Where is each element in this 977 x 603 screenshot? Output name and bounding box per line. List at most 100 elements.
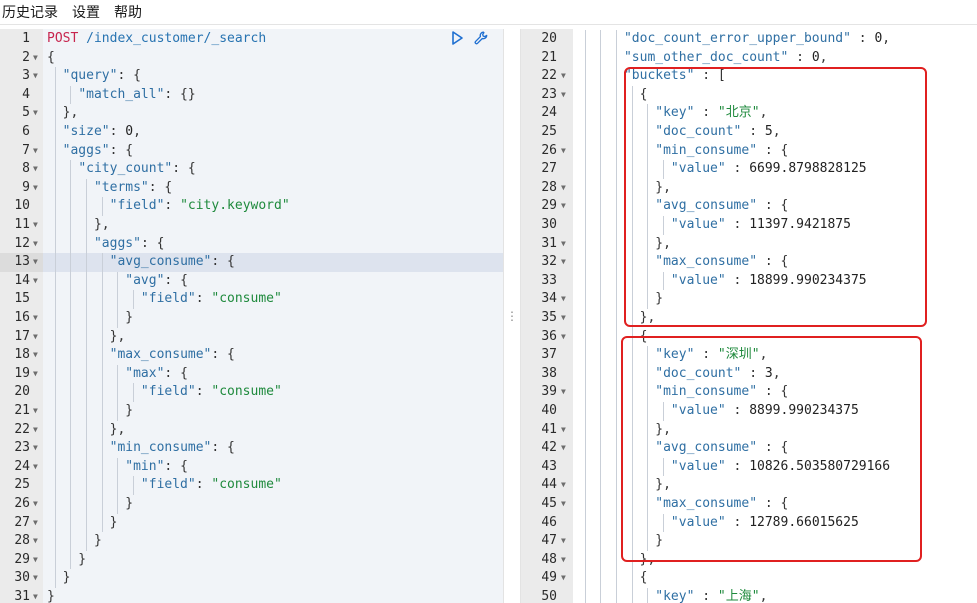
fold-toggle-icon[interactable]: ▼ bbox=[561, 499, 566, 508]
code-line[interactable]: "key" : "深圳", bbox=[573, 346, 977, 365]
fold-toggle-icon[interactable]: ▼ bbox=[33, 461, 38, 471]
fold-toggle-icon[interactable]: ▼ bbox=[33, 331, 38, 341]
menu-help[interactable]: 帮助 bbox=[114, 3, 142, 20]
code-line[interactable]: "sum_other_doc_count" : 0, bbox=[573, 48, 977, 68]
fold-toggle-icon[interactable]: ▼ bbox=[33, 536, 38, 546]
fold-toggle-icon[interactable]: ▼ bbox=[33, 592, 38, 601]
code-line[interactable]: "value" : 11397.9421875 bbox=[573, 216, 977, 235]
code-line[interactable]: "avg_consume" : { bbox=[573, 197, 977, 216]
fold-toggle-icon[interactable]: ▼ bbox=[561, 536, 566, 546]
code-line[interactable]: { bbox=[573, 85, 977, 105]
fold-toggle-icon[interactable]: ▼ bbox=[33, 313, 38, 322]
fold-toggle-icon[interactable]: ▼ bbox=[33, 406, 38, 415]
code-line[interactable]: "max_consume": { bbox=[43, 346, 503, 365]
fold-toggle-icon[interactable]: ▼ bbox=[561, 145, 566, 155]
fold-toggle-icon[interactable]: ▼ bbox=[561, 201, 566, 211]
code-line[interactable]: "terms": { bbox=[43, 178, 503, 198]
code-line[interactable]: }, bbox=[573, 178, 977, 198]
code-line[interactable]: "avg_consume": { bbox=[43, 253, 503, 272]
code-line[interactable]: } bbox=[573, 532, 977, 551]
code-line[interactable]: "field": "consume" bbox=[43, 383, 503, 402]
code-line[interactable]: "aggs": { bbox=[43, 234, 503, 254]
code-line[interactable]: } bbox=[573, 290, 977, 309]
code-line[interactable]: "field": "city.keyword" bbox=[43, 197, 503, 216]
code-line[interactable]: } bbox=[43, 569, 503, 588]
code-line[interactable]: { bbox=[573, 327, 977, 347]
code-line[interactable]: "key" : "北京", bbox=[573, 104, 977, 123]
code-line[interactable]: }, bbox=[573, 309, 977, 328]
code-line[interactable]: }, bbox=[43, 104, 503, 123]
fold-toggle-icon[interactable]: ▼ bbox=[561, 573, 566, 583]
code-line[interactable]: "match_all": {} bbox=[43, 85, 503, 105]
fold-toggle-icon[interactable]: ▼ bbox=[561, 89, 566, 99]
code-line[interactable]: "doc_count" : 5, bbox=[573, 123, 977, 142]
response-code-area[interactable]: "doc_count_error_upper_bound" : 0, "sum_… bbox=[573, 29, 977, 603]
fold-toggle-icon[interactable]: ▼ bbox=[33, 145, 38, 155]
menu-settings[interactable]: 设置 bbox=[72, 3, 100, 20]
fold-toggle-icon[interactable]: ▼ bbox=[561, 480, 566, 490]
fold-toggle-icon[interactable]: ▼ bbox=[561, 443, 566, 453]
code-line[interactable]: POST /index_customer/_search bbox=[43, 30, 503, 49]
code-line[interactable]: "aggs": { bbox=[43, 141, 503, 161]
fold-toggle-icon[interactable]: ▼ bbox=[33, 71, 38, 81]
fold-toggle-icon[interactable]: ▼ bbox=[561, 313, 566, 322]
code-line[interactable]: "doc_count" : 3, bbox=[573, 364, 977, 384]
wrench-icon[interactable] bbox=[473, 30, 489, 46]
code-line[interactable]: "avg": { bbox=[43, 271, 503, 291]
code-line[interactable]: "value" : 10826.503580729166 bbox=[573, 457, 977, 477]
code-line[interactable]: } bbox=[43, 588, 503, 603]
code-line[interactable]: }, bbox=[43, 216, 503, 235]
code-line[interactable]: { bbox=[573, 569, 977, 588]
fold-toggle-icon[interactable]: ▼ bbox=[33, 443, 38, 453]
code-line[interactable]: "buckets" : [ bbox=[573, 67, 977, 86]
code-line[interactable]: "min": { bbox=[43, 457, 503, 477]
code-line[interactable]: }, bbox=[573, 234, 977, 254]
code-line[interactable]: "min_consume" : { bbox=[573, 141, 977, 161]
fold-toggle-icon[interactable]: ▼ bbox=[33, 108, 38, 118]
code-line[interactable]: } bbox=[43, 513, 503, 533]
code-line[interactable]: } bbox=[43, 532, 503, 551]
code-line[interactable]: "key" : "上海", bbox=[573, 588, 977, 603]
code-line[interactable]: "value" : 6699.8798828125 bbox=[573, 160, 977, 179]
code-line[interactable]: } bbox=[43, 309, 503, 328]
fold-toggle-icon[interactable]: ▼ bbox=[33, 554, 38, 564]
fold-toggle-icon[interactable]: ▼ bbox=[561, 238, 566, 248]
code-line[interactable]: } bbox=[43, 550, 503, 570]
code-line[interactable]: "field": "consume" bbox=[43, 476, 503, 495]
code-line[interactable]: "value" : 12789.66015625 bbox=[573, 513, 977, 533]
play-icon[interactable] bbox=[449, 30, 465, 46]
fold-toggle-icon[interactable]: ▼ bbox=[561, 294, 566, 304]
code-line[interactable]: "max_consume" : { bbox=[573, 253, 977, 272]
fold-toggle-icon[interactable]: ▼ bbox=[33, 238, 38, 248]
code-line[interactable]: } bbox=[43, 495, 503, 514]
code-line[interactable]: "min_consume" : { bbox=[573, 383, 977, 402]
code-line[interactable]: "doc_count_error_upper_bound" : 0, bbox=[573, 30, 977, 49]
fold-toggle-icon[interactable]: ▼ bbox=[33, 517, 38, 527]
code-line[interactable]: }, bbox=[573, 420, 977, 440]
fold-toggle-icon[interactable]: ▼ bbox=[33, 350, 38, 360]
drag-handle-icon[interactable]: ⋮ bbox=[506, 309, 518, 323]
fold-toggle-icon[interactable]: ▼ bbox=[33, 220, 38, 229]
code-line[interactable]: "value" : 8899.990234375 bbox=[573, 402, 977, 421]
fold-toggle-icon[interactable]: ▼ bbox=[561, 182, 566, 192]
fold-toggle-icon[interactable]: ▼ bbox=[561, 331, 566, 341]
fold-toggle-icon[interactable]: ▼ bbox=[561, 387, 566, 397]
request-code-area[interactable]: POST /index_customer/_search{ "query": {… bbox=[43, 29, 503, 603]
code-line[interactable]: "min_consume": { bbox=[43, 439, 503, 458]
code-line[interactable]: "max_consume" : { bbox=[573, 495, 977, 514]
code-line[interactable]: }, bbox=[573, 550, 977, 570]
fold-toggle-icon[interactable]: ▼ bbox=[561, 554, 566, 564]
code-line[interactable]: "size": 0, bbox=[43, 123, 503, 142]
code-line[interactable]: } bbox=[43, 402, 503, 421]
fold-toggle-icon[interactable]: ▼ bbox=[33, 573, 38, 583]
fold-toggle-icon[interactable]: ▼ bbox=[33, 499, 38, 508]
fold-toggle-icon[interactable]: ▼ bbox=[33, 182, 38, 192]
code-line[interactable]: }, bbox=[43, 327, 503, 347]
fold-toggle-icon[interactable]: ▼ bbox=[33, 52, 38, 62]
code-line[interactable]: { bbox=[43, 49, 503, 68]
code-line[interactable]: }, bbox=[573, 476, 977, 495]
fold-toggle-icon[interactable]: ▼ bbox=[561, 424, 566, 434]
fold-toggle-icon[interactable]: ▼ bbox=[33, 164, 38, 174]
